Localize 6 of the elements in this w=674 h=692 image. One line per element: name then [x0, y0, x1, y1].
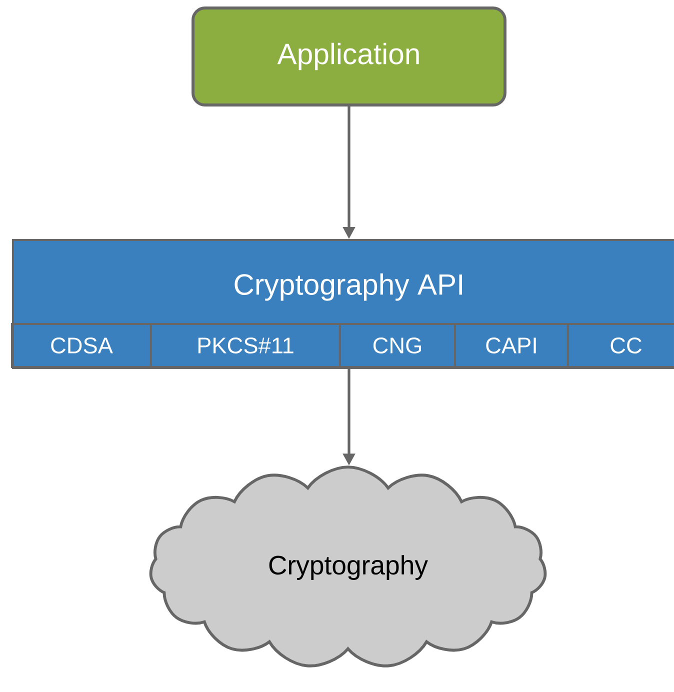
api-cell: CAPI	[454, 323, 569, 368]
process-box: Application	[192, 6, 506, 106]
api-cell: CDSA	[11, 323, 152, 368]
api-cell: CNG	[339, 323, 456, 368]
api-cell: PKCS#11	[150, 323, 341, 368]
api-cell: CC	[567, 323, 674, 368]
